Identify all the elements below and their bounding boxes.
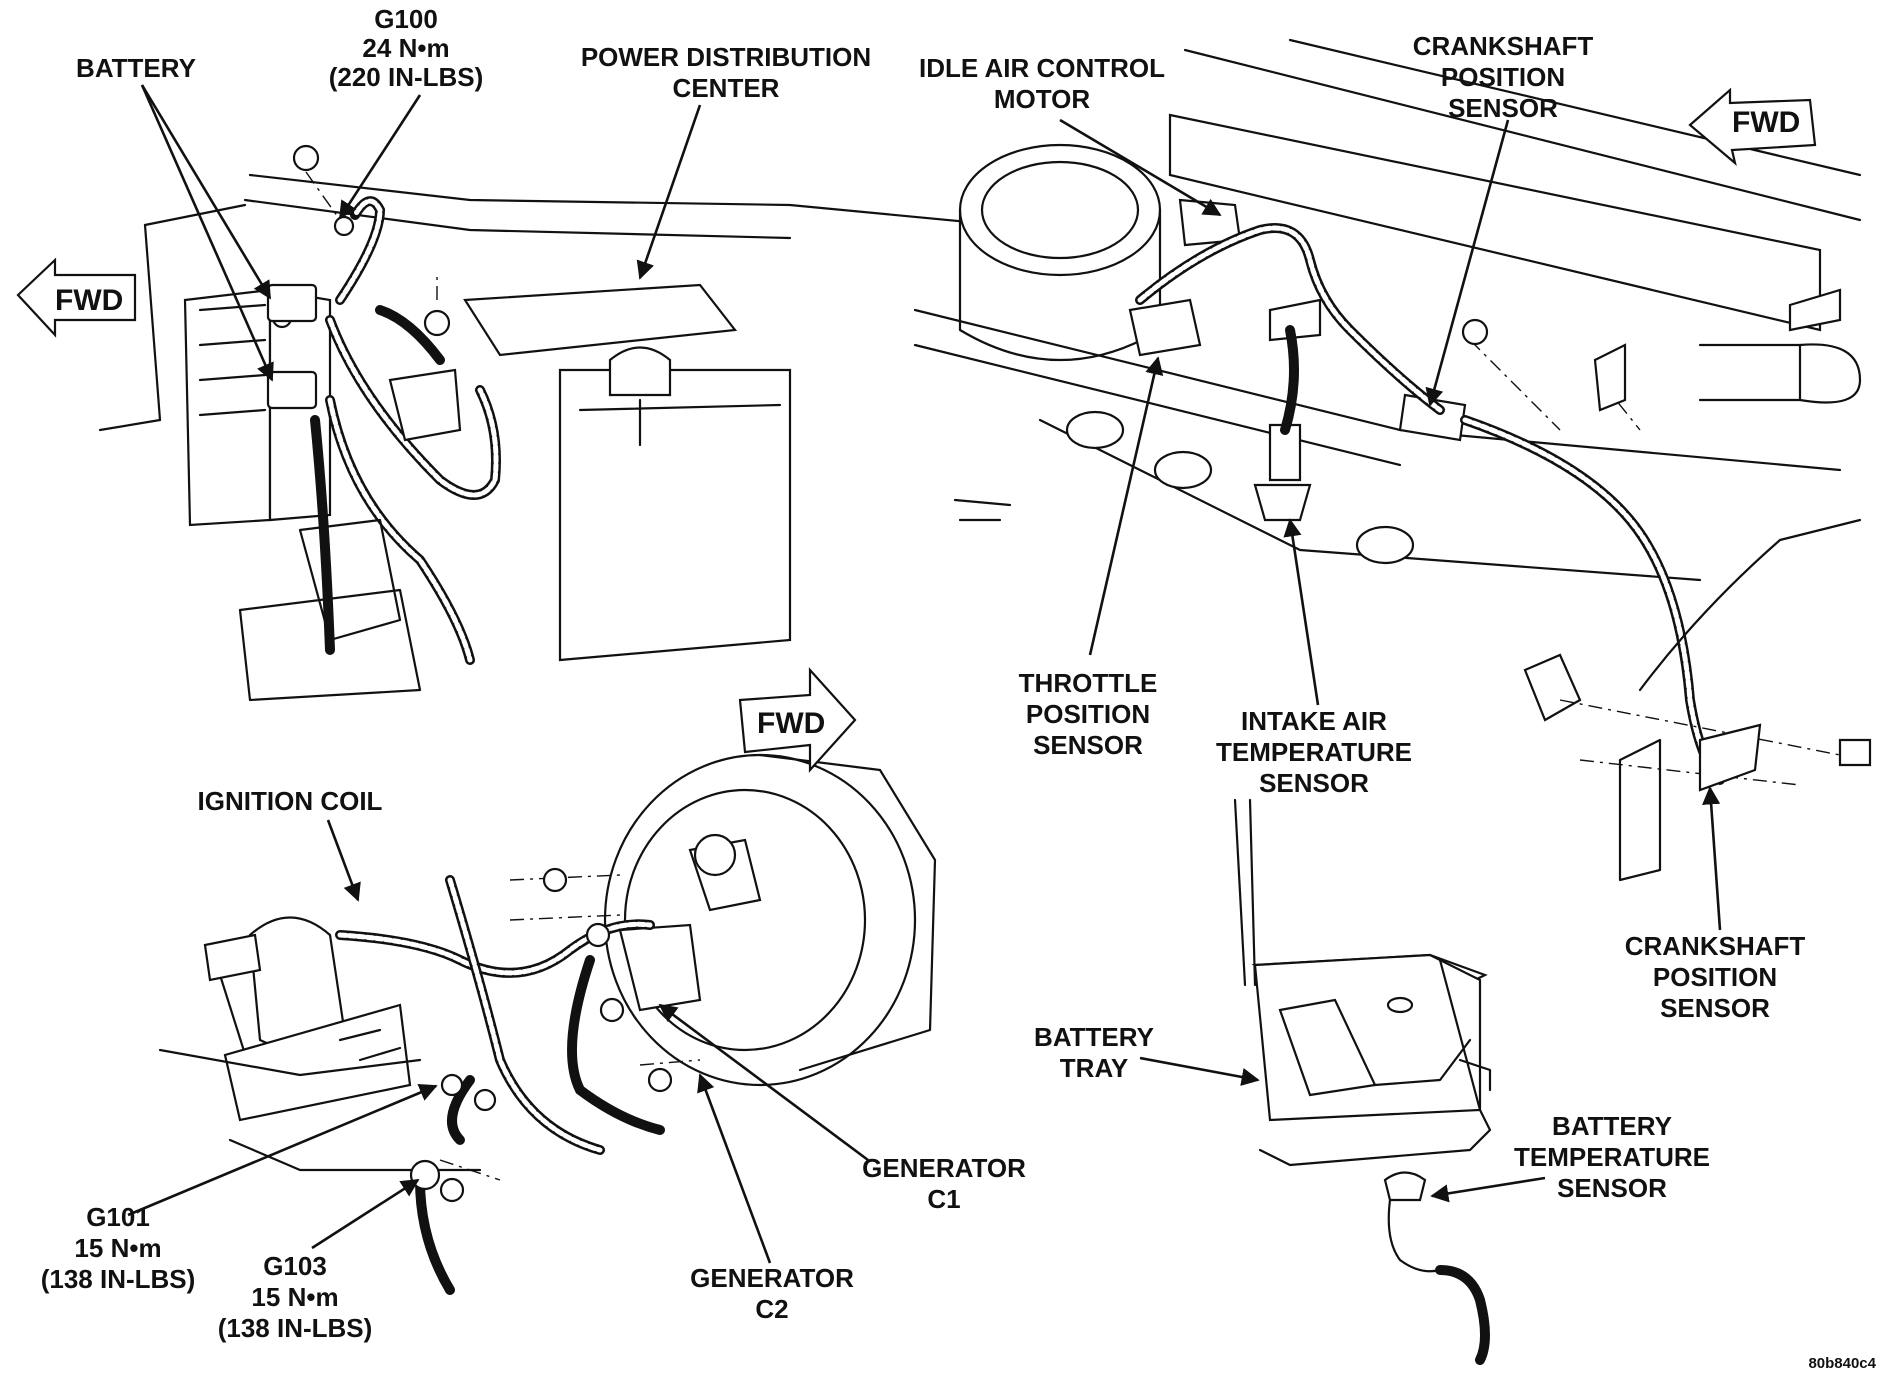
label-battery-temperature-sensor: BATTERY TEMPERATURE SENSOR: [1514, 1111, 1710, 1203]
svg-text:POWER DISTRIBUTION: POWER DISTRIBUTION: [581, 42, 871, 72]
label-generator-c1: GENERATOR C1: [862, 1153, 1026, 1214]
label-power-distribution-center: POWER DISTRIBUTION CENTER: [581, 42, 871, 103]
battery-tray-shape: [1251, 953, 1492, 1167]
label-ignition-coil: IGNITION COIL: [198, 786, 383, 816]
svg-text:BATTERY: BATTERY: [1552, 1111, 1672, 1141]
svg-text:POSITION: POSITION: [1441, 62, 1565, 92]
svg-text:TEMPERATURE: TEMPERATURE: [1514, 1142, 1710, 1172]
fwd-arrow-top-right: FWD: [1688, 87, 1817, 166]
label-g103: G103 15 N•m (138 IN-LBS): [218, 1251, 373, 1343]
svg-text:GENERATOR: GENERATOR: [690, 1263, 854, 1293]
fwd-arrow-top-left: FWD: [16, 257, 137, 338]
label-throttle-position-sensor: THROTTLE POSITION SENSOR: [1019, 668, 1158, 760]
svg-text:C2: C2: [755, 1294, 788, 1324]
svg-text:CRANKSHAFT: CRANKSHAFT: [1625, 931, 1806, 961]
ignition-coil-shape: [158, 916, 482, 1172]
svg-text:C1: C1: [927, 1184, 960, 1214]
svg-text:POSITION: POSITION: [1653, 962, 1777, 992]
svg-text:G100: G100: [374, 4, 438, 34]
throttle-body-view: [913, 38, 1872, 882]
figure-code: 80b840c4: [1808, 1355, 1876, 1372]
svg-text:MOTOR: MOTOR: [994, 84, 1091, 114]
battery-shape: [183, 283, 332, 527]
svg-text:INTAKE AIR: INTAKE AIR: [1241, 706, 1387, 736]
svg-text:SENSOR: SENSOR: [1033, 730, 1143, 760]
battery-tray-view: [1233, 798, 1492, 1365]
svg-text:CRANKSHAFT: CRANKSHAFT: [1413, 31, 1594, 61]
label-battery: BATTERY: [76, 53, 196, 83]
svg-text:(138 IN-LBS): (138 IN-LBS): [218, 1313, 373, 1343]
svg-text:FWD: FWD: [1732, 106, 1800, 139]
svg-text:FWD: FWD: [757, 707, 825, 740]
svg-text:POSITION: POSITION: [1026, 699, 1150, 729]
fwd-arrow-bottom: FWD: [738, 667, 857, 773]
generator-shape: [603, 753, 937, 1087]
svg-text:BATTERY: BATTERY: [1034, 1022, 1154, 1052]
svg-text:15 N•m: 15 N•m: [251, 1282, 338, 1312]
leader-lines: [127, 84, 1722, 1264]
label-generator-c2: GENERATOR C2: [690, 1263, 854, 1324]
battery-temp-sensor-shape: [1383, 1171, 1490, 1365]
label-battery-tray: BATTERY TRAY: [1034, 1022, 1154, 1083]
svg-text:SENSOR: SENSOR: [1660, 993, 1770, 1023]
pdc-shape: [463, 283, 792, 662]
svg-text:CENTER: CENTER: [673, 73, 780, 103]
label-g101: G101 15 N•m (138 IN-LBS): [41, 1202, 196, 1294]
svg-text:TEMPERATURE: TEMPERATURE: [1216, 737, 1412, 767]
svg-text:SENSOR: SENSOR: [1557, 1173, 1667, 1203]
battery-pdc-view: [98, 144, 1002, 702]
svg-text:G101: G101: [86, 1202, 150, 1232]
svg-text:G103: G103: [263, 1251, 327, 1281]
svg-text:THROTTLE: THROTTLE: [1019, 668, 1158, 698]
svg-text:(138 IN-LBS): (138 IN-LBS): [41, 1264, 196, 1294]
label-idle-air-control-motor: IDLE AIR CONTROL MOTOR: [919, 53, 1165, 114]
svg-text:24 N•m: 24 N•m: [362, 33, 449, 63]
svg-text:GENERATOR: GENERATOR: [862, 1153, 1026, 1183]
svg-text:FWD: FWD: [55, 284, 123, 317]
svg-text:TRAY: TRAY: [1060, 1053, 1128, 1083]
svg-text:SENSOR: SENSOR: [1448, 93, 1558, 123]
label-g100: G100 24 N•m (220 IN-LBS): [329, 4, 484, 92]
throttle-body-shape: [958, 143, 1162, 361]
svg-text:SENSOR: SENSOR: [1259, 768, 1369, 798]
svg-text:15 N•m: 15 N•m: [74, 1233, 161, 1263]
label-crankshaft-position-sensor-top: CRANKSHAFT POSITION SENSOR: [1413, 31, 1594, 123]
svg-text:(220 IN-LBS): (220 IN-LBS): [329, 62, 484, 92]
svg-text:BATTERY: BATTERY: [76, 53, 196, 83]
svg-text:IGNITION COIL: IGNITION COIL: [198, 786, 383, 816]
label-crankshaft-position-sensor-bottom: CRANKSHAFT POSITION SENSOR: [1625, 931, 1806, 1023]
ignition-generator-view: [158, 753, 937, 1295]
label-intake-air-temperature-sensor: INTAKE AIR TEMPERATURE SENSOR: [1216, 706, 1412, 798]
svg-text:IDLE AIR CONTROL: IDLE AIR CONTROL: [919, 53, 1165, 83]
